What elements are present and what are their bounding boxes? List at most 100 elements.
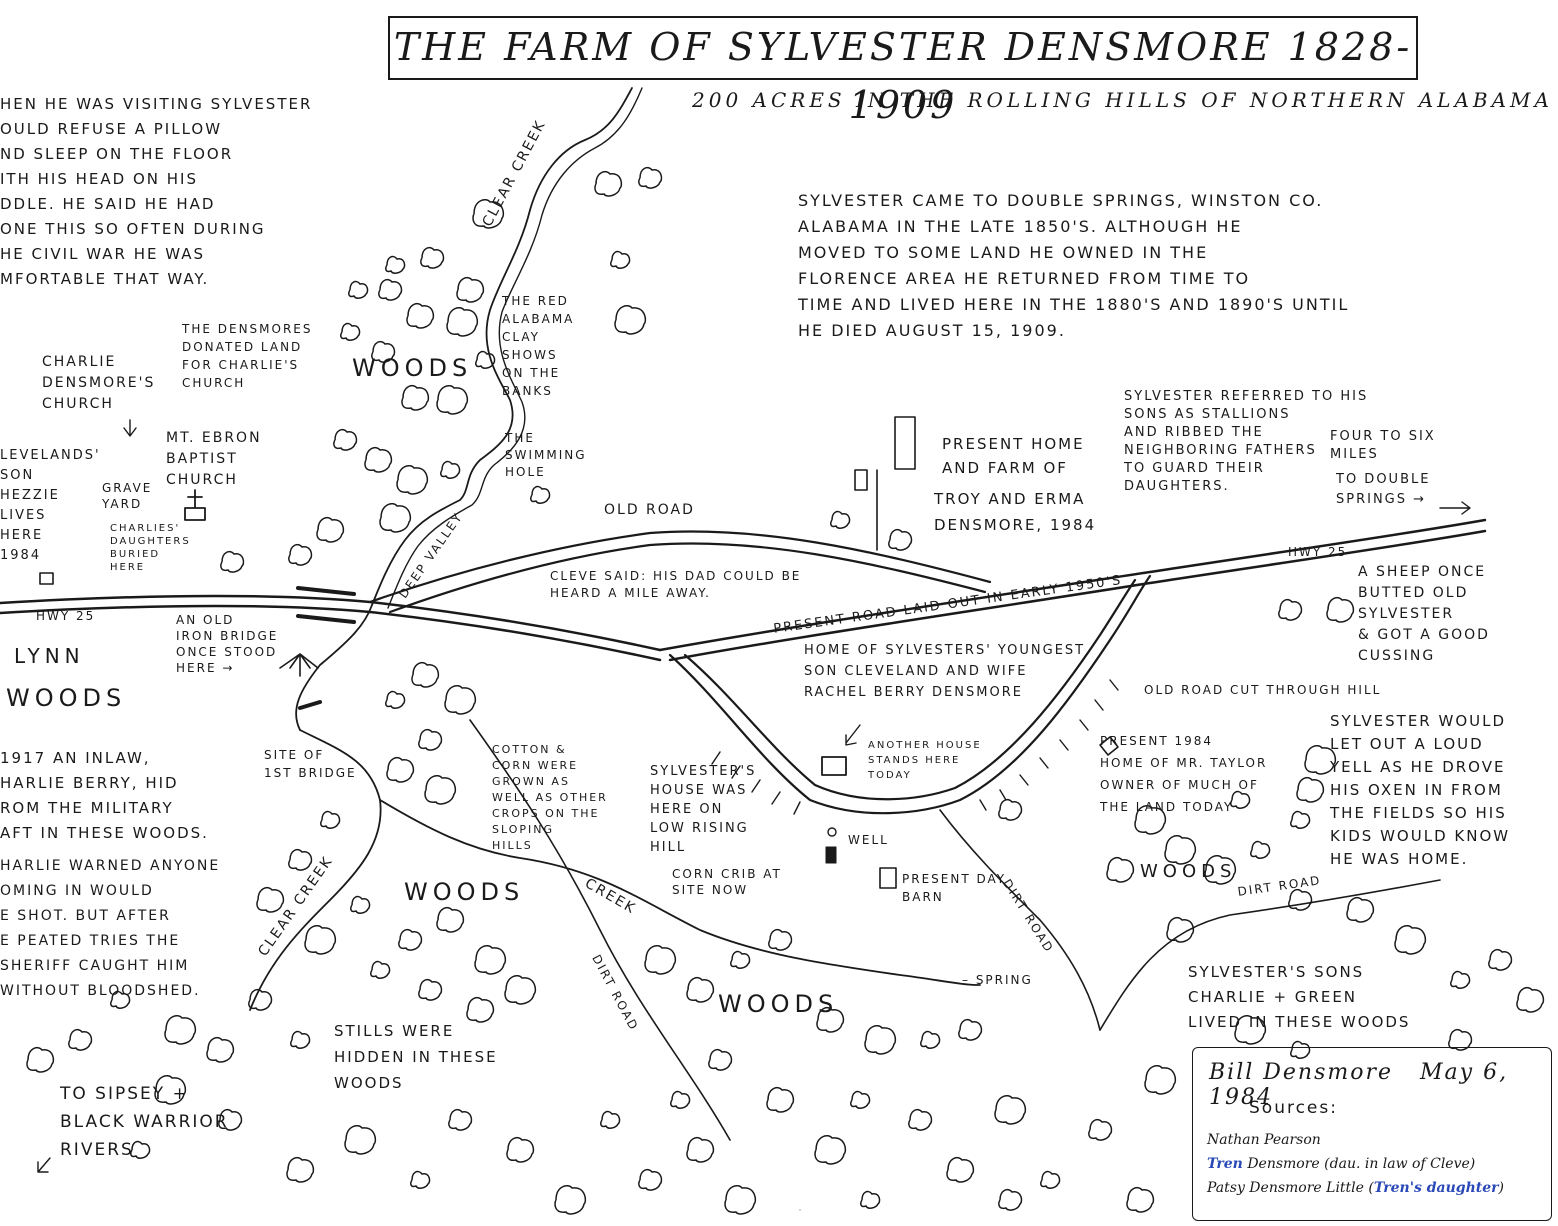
tree-scribble [256, 887, 285, 913]
clear-creek-low [249, 729, 382, 1011]
label-red-clay: The Red Alabama Clay shows on the banks [502, 294, 575, 398]
tree-scribble [958, 1018, 983, 1041]
tree-scribble [1288, 888, 1313, 911]
tree-scribble [724, 1185, 757, 1215]
tree-scribble [1488, 948, 1513, 971]
creek [379, 799, 981, 986]
label-hezzie: levelands' son Hezzie lives here 1984 [0, 448, 101, 563]
label-stills: Stills were hidden in these woods [334, 1022, 498, 1092]
tree-scribble [130, 1140, 151, 1159]
dirt-road-mid [939, 809, 1101, 1031]
pillow-note: hen he was visiting Sylvester ould refus… [0, 95, 313, 288]
tree-scribble [418, 728, 443, 751]
tree-scribble [411, 662, 440, 688]
another-house [821, 756, 847, 776]
label-troy-erma: Troy and Erma Densmore, 1984 [934, 490, 1097, 534]
tree-scribble [686, 1137, 715, 1163]
tree-scribble [814, 1135, 847, 1165]
tree-scribble [472, 199, 505, 229]
tree-scribble [410, 1170, 431, 1189]
tree-scribble [1278, 598, 1303, 621]
label-woods-left: WOODS [6, 684, 127, 712]
tree-scribble [420, 246, 445, 269]
tree-scribble [946, 1157, 975, 1183]
tree-scribble [1394, 925, 1427, 955]
tree-scribble [248, 988, 273, 1011]
credits-source-3-main: Patsy Densmore Little ( [1207, 1180, 1374, 1196]
tree-scribble [418, 978, 443, 1001]
tree-scribble [378, 278, 403, 301]
credits-source-1: Nathan Pearson [1207, 1132, 1321, 1148]
hezzie-house [39, 572, 54, 585]
hwy-25-left-road [0, 594, 662, 652]
tree-scribble [644, 945, 677, 975]
label-well: Well [848, 833, 889, 847]
tree-scribble [1204, 855, 1237, 885]
credits-source-2: Tren Densmore (dau. in law of Cleve) [1207, 1152, 1504, 1176]
intro-note: Sylvester came to Double Springs, Winsto… [798, 191, 1350, 340]
tree-scribble [444, 685, 477, 715]
credits-source-list: Nathan Pearson Tren Densmore (dau. in la… [1207, 1128, 1504, 1200]
well [827, 827, 837, 837]
old-road [368, 530, 992, 604]
tree-scribble [686, 977, 715, 1003]
tree-scribble [456, 277, 485, 303]
credits-box: Bill Densmore May 6, 1984 Sources: Natha… [1192, 1047, 1552, 1221]
dirt-road-low [469, 719, 731, 1141]
tree-scribble [504, 975, 537, 1005]
label-woods-top: WOODS [352, 354, 473, 382]
tree-scribble [638, 166, 663, 189]
tree-scribble [26, 1047, 55, 1073]
tree-scribble [1144, 1065, 1177, 1095]
label-present-home: Present Home and Farm of [942, 435, 1085, 477]
tree-scribble [994, 1095, 1027, 1125]
tree-scribble [908, 1108, 933, 1131]
tree-scribble [1450, 970, 1471, 989]
tree-scribble [286, 1157, 315, 1183]
tree-scribble [320, 810, 341, 829]
credits-source-3-end: ) [1498, 1180, 1504, 1196]
tree-scribble [316, 517, 345, 543]
label-sylvesters-house: Sylvester's house was here on low rising… [650, 764, 757, 855]
dirt-road-right [1099, 879, 1441, 1031]
label-swimming-hole: The swimming hole [505, 431, 587, 479]
tree-scribble [1516, 987, 1545, 1013]
label-iron-bridge: An old iron bridge once stood here → [176, 613, 279, 675]
label-sons-woods: Sylvester's sons Charlie + Green lived i… [1188, 963, 1411, 1031]
label-lynn: LYNN [14, 644, 85, 668]
credits-date: May 6, 1984 [1209, 1060, 1509, 1110]
tree-scribble [371, 340, 396, 363]
label-cleveland-home: Home of Sylvesters' youngest son Clevela… [804, 643, 1086, 700]
tree-scribble [386, 757, 415, 783]
loop-road [668, 574, 1152, 815]
tree-scribble [1250, 840, 1271, 859]
label-corn-crib: Corn crib at site now [672, 867, 782, 897]
tree-scribble [1304, 745, 1337, 775]
tree-scribble [398, 928, 423, 951]
tree-scribble [1126, 1187, 1155, 1213]
tree-scribble [466, 997, 495, 1023]
tree-scribble [1326, 597, 1355, 623]
tree-scribble [348, 280, 369, 299]
label-first-bridge: Site of 1st Bridge [264, 748, 357, 780]
tree-scribble [670, 1090, 691, 1109]
tree-scribble [288, 543, 313, 566]
tree-scribble [554, 1185, 587, 1215]
tree-scribble [406, 303, 435, 329]
tree-scribble [344, 1125, 377, 1155]
label-donated-land: The Densmores donated land for Charlie's… [182, 322, 313, 390]
tree-scribble [206, 1037, 235, 1063]
tree-scribble [1346, 897, 1375, 923]
credits-sources-label: Sources: [1249, 1098, 1338, 1118]
tree-scribble [448, 1108, 473, 1131]
tree-scribble [998, 798, 1023, 821]
present-road [658, 518, 1487, 652]
label-taylor-home: Present 1984 Home of Mr. Taylor owner of… [1100, 734, 1268, 814]
tree-scribble [110, 990, 131, 1009]
tree-scribble [288, 848, 313, 871]
credits-author: Bill Densmore [1209, 1060, 1394, 1085]
credits-source-2-rest: Densmore (dau. in law of Cleve) [1242, 1156, 1476, 1172]
credits-source-2-name: Tren [1207, 1156, 1243, 1172]
label-woods-bottom: WOODS [718, 990, 839, 1018]
